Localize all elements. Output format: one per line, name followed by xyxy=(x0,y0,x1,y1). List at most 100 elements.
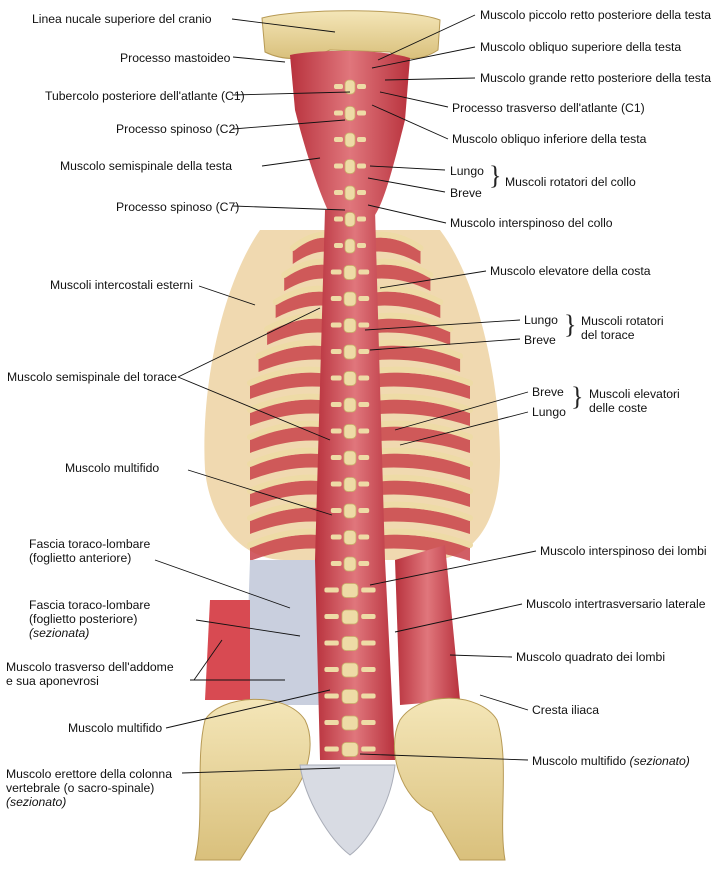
transverse-process-right xyxy=(358,561,370,566)
vertebra xyxy=(343,291,357,307)
leader-line xyxy=(399,411,529,446)
leader-line xyxy=(232,56,286,63)
transverse-process-right xyxy=(357,137,366,142)
intercostal-band-right xyxy=(360,453,470,480)
leader-line xyxy=(369,165,446,171)
leader-line xyxy=(371,104,449,140)
label-lungo-torace: Lungo xyxy=(524,313,558,327)
leader-line xyxy=(449,654,513,658)
vertebra xyxy=(341,609,359,625)
leader-line xyxy=(367,177,446,193)
transverse-process-right xyxy=(358,269,370,275)
transverse-process-left xyxy=(324,587,339,593)
leader-line xyxy=(165,689,331,729)
intercostal-band-right xyxy=(360,534,470,561)
leader-line xyxy=(359,753,529,761)
transverse-process-right xyxy=(361,693,376,699)
label-obliquo-inferiore: Muscolo obliquo inferiore della testa xyxy=(452,132,647,146)
leader-line xyxy=(193,639,223,681)
transverse-process-left xyxy=(330,375,342,381)
label-trasverso-addome-2: e sua aponevrosi xyxy=(6,674,99,688)
leader-line xyxy=(231,18,336,33)
leader-line xyxy=(261,157,321,167)
label-intertrasversario: Muscolo intertrasversario laterale xyxy=(526,597,706,611)
vertebra xyxy=(343,503,357,519)
transverse-process-right xyxy=(358,296,370,301)
label-elevatori-coste-2: delle coste xyxy=(589,401,648,415)
label-breve-collo: Breve xyxy=(450,186,482,200)
iliac-right xyxy=(393,697,506,861)
label-trasverso-addome-1: Muscolo trasverso dell'addome xyxy=(6,660,174,674)
transverse-process-left xyxy=(330,561,342,566)
vertebra xyxy=(343,265,357,280)
label-multifido-2: Muscolo multifido xyxy=(68,721,163,735)
transverse-process-right xyxy=(357,190,366,195)
transverse-process-right xyxy=(358,534,370,540)
label-lungo-collo: Lungo xyxy=(450,164,484,178)
vertebra xyxy=(343,344,357,360)
transverse-process-right xyxy=(361,640,376,646)
label-tubercolo-atlante: Tubercolo posteriore dell'atlante (C1) xyxy=(45,89,245,103)
transverse-process-left xyxy=(334,110,343,116)
thoracolumbar-fascia xyxy=(245,560,330,705)
vertebra xyxy=(344,212,356,227)
vertebra xyxy=(343,450,357,466)
label-breve-torace: Breve xyxy=(524,333,556,347)
intercostal-band-right xyxy=(360,345,461,372)
label-fascia-posteriore-3: (sezionata) xyxy=(29,626,90,640)
leader-line xyxy=(479,694,529,711)
transverse-process-right xyxy=(357,163,366,169)
intercostal-band-right xyxy=(360,372,470,399)
transverse-process-right xyxy=(358,349,370,354)
label-semispinale-torace: Muscolo semispinale del torace xyxy=(7,370,178,384)
vertebra xyxy=(343,556,357,572)
intercostal-band-left xyxy=(250,453,338,480)
intercostal-band-left xyxy=(258,345,338,372)
label-rotatori-collo: Muscoli rotatori del collo xyxy=(505,175,636,189)
label-fascia-anteriore-2: (foglietto anteriore) xyxy=(29,551,132,565)
brace-rotatori-collo: } xyxy=(489,161,502,190)
transverse-process-right xyxy=(358,375,370,381)
label-rotatori-torace-2: del torace xyxy=(581,328,635,342)
brace-rotatori-torace: } xyxy=(564,310,577,339)
leader-line xyxy=(384,77,476,81)
intercostal-band-left xyxy=(250,480,338,507)
leader-line xyxy=(232,205,346,211)
transverse-process-right xyxy=(361,614,376,619)
vertebra xyxy=(341,636,359,651)
label-piccolo-retto: Muscolo piccolo retto posteriore della t… xyxy=(480,8,712,22)
label-linea-nucale: Linea nucale superiore del cranio xyxy=(32,12,212,26)
transverse-process-left xyxy=(330,402,342,407)
label-fascia-posteriore-1: Fascia toraco-lombare xyxy=(29,598,151,612)
intercostal-band-left xyxy=(275,291,338,318)
vertebra xyxy=(343,424,357,439)
vertebra xyxy=(343,318,357,333)
vertebra xyxy=(341,742,359,757)
transverse-process-right xyxy=(361,587,376,593)
leader-line xyxy=(379,270,487,289)
vertebra xyxy=(344,185,356,201)
transverse-process-left xyxy=(334,243,343,248)
label-interspinoso-lombi: Muscolo interspinoso dei lombi xyxy=(540,544,707,558)
label-interspinoso-collo: Muscolo interspinoso del collo xyxy=(450,216,613,230)
transverse-process-left xyxy=(324,720,339,725)
iliac-left xyxy=(194,698,311,861)
label-multifido-1: Muscolo multifido xyxy=(65,461,160,475)
label-obliquo-superiore: Muscolo obliquo superiore della testa xyxy=(480,40,682,54)
transverse-process-right xyxy=(358,455,370,460)
leader-line xyxy=(187,469,333,516)
leader-line xyxy=(154,559,291,609)
label-processo-spinoso-c7: Processo spinoso (C7) xyxy=(116,200,240,214)
vertebra xyxy=(343,397,357,413)
leader-line xyxy=(177,376,331,441)
label-elevatore-costa: Muscolo elevatore della costa xyxy=(490,264,651,278)
transverse-process-right xyxy=(358,402,370,407)
label-processo-trasverso-atlante: Processo trasverso dell'atlante (C1) xyxy=(452,101,645,115)
label-erettore-2: vertebrale (o sacro-spinale) xyxy=(6,781,155,795)
transverse-process-right xyxy=(357,110,366,116)
transverse-process-left xyxy=(324,693,339,699)
vertebra xyxy=(341,662,359,678)
vertebra xyxy=(341,583,359,598)
